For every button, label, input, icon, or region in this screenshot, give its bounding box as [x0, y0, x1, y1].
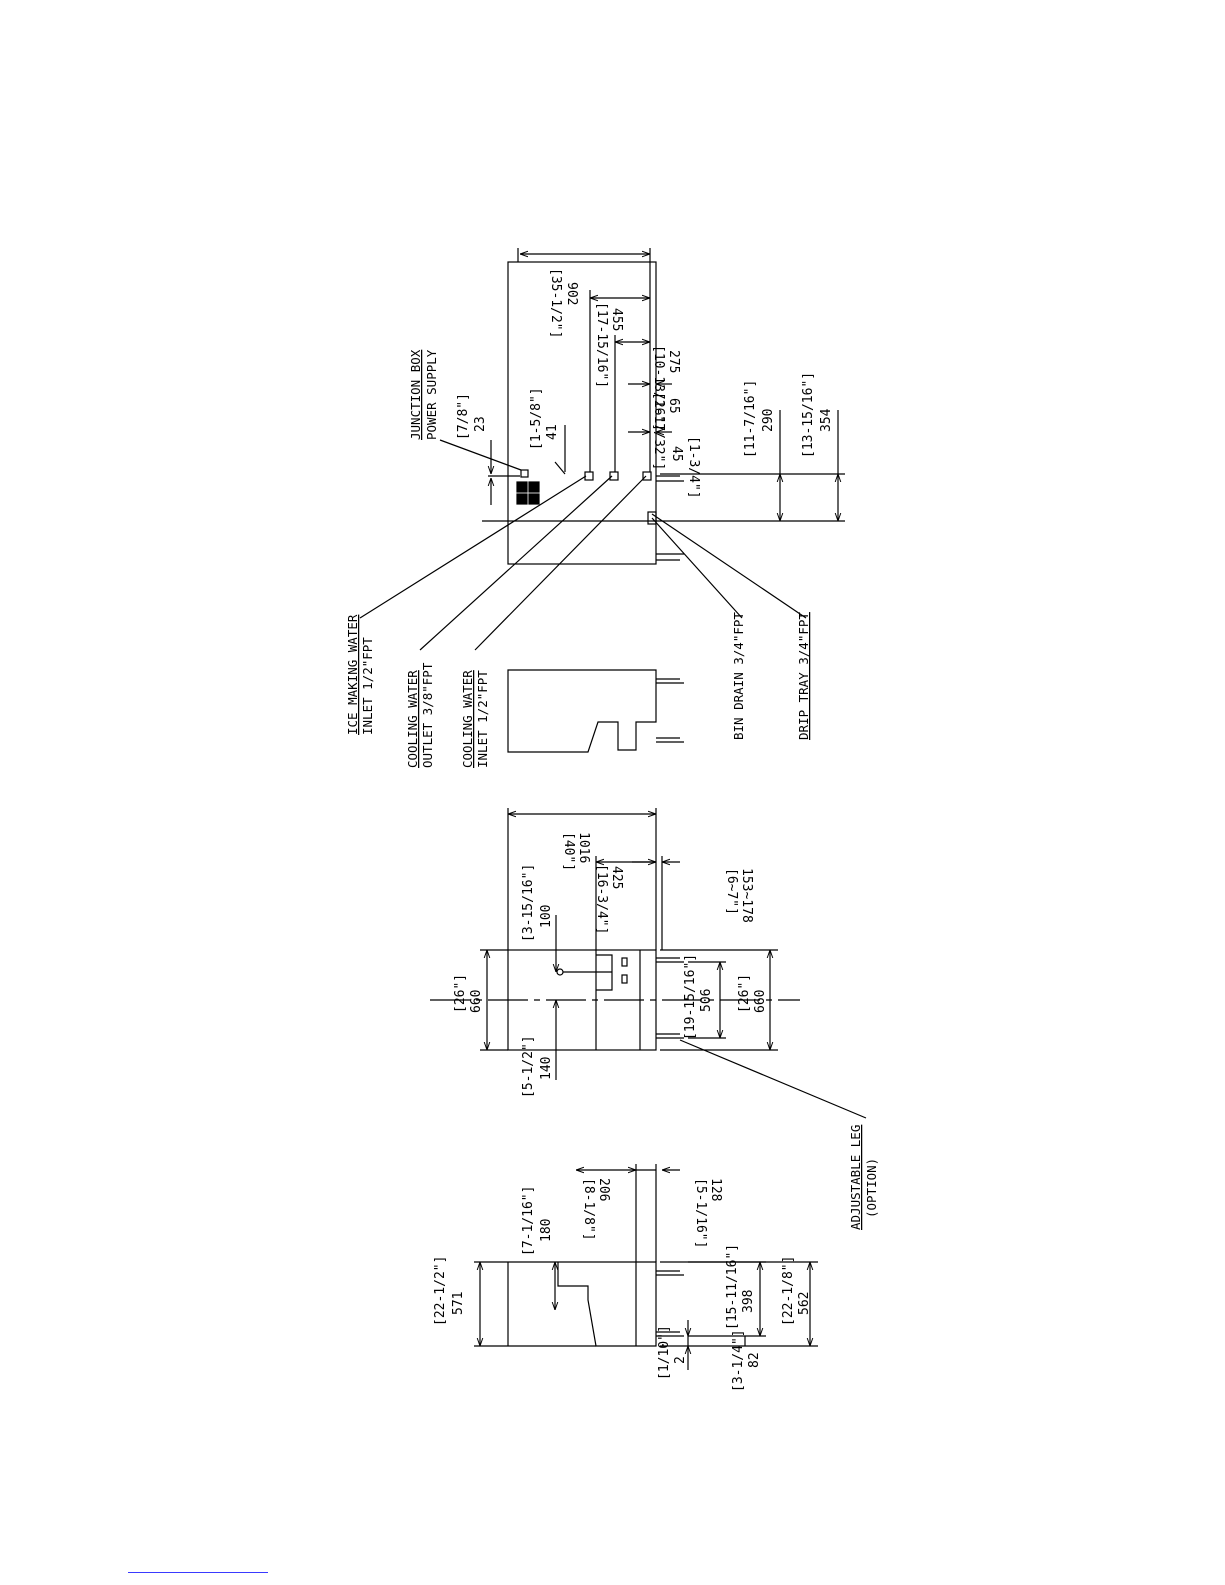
dim-455-in: [17-15/16"]: [594, 302, 609, 388]
dim-153-in: [6~7"]: [724, 868, 739, 915]
dim-41-in: [1-5/8"]: [529, 387, 544, 450]
dim-65: 65: [666, 398, 681, 414]
dim-275-in: [10-13/16"]: [651, 345, 666, 431]
cooling-outlet-label: COOLING WATER: [405, 670, 420, 768]
dim-425: 425: [609, 866, 624, 889]
dim-660b-in: [26"]: [737, 974, 752, 1013]
dim-562: 562: [797, 1292, 812, 1315]
drip-tray-label: DRIP TRAY 3/4"FPT: [796, 612, 811, 740]
dim-398: 398: [741, 1290, 756, 1313]
dim-206-in: [8-1/8"]: [581, 1178, 596, 1241]
dim-82-in: [3-1/4"]: [731, 1329, 746, 1392]
dim-65-in: [2-17/32"]: [651, 392, 666, 470]
cooling-inlet-size: INLET 1/2"FPT: [475, 670, 490, 768]
dim-506-in: [19-15/16"]: [683, 954, 698, 1040]
bin-drain-label: BIN DRAIN 3/4"FPT: [731, 612, 746, 740]
adj-leg-label: ADJUSTABLE LEG: [848, 1125, 863, 1230]
dim-45: 45: [669, 446, 684, 462]
junction-box-label: JUNCTION BOX: [408, 349, 423, 440]
page-link-rule[interactable]: [128, 1572, 268, 1573]
dim-23: 23: [473, 416, 488, 432]
dim-1016: 1016: [576, 832, 591, 863]
dim-275: 275: [666, 350, 681, 373]
dim-455: 455: [609, 308, 624, 331]
top-view: [359, 248, 845, 651]
dim-2: 2: [673, 1356, 688, 1364]
cooling-outlet-size: OUTLET 3/8"FPT: [420, 662, 435, 768]
dim-82: 82: [747, 1352, 762, 1368]
dim-290: 290: [761, 409, 776, 432]
dim-23-in: [7/8"]: [456, 393, 471, 440]
side-view-lower: [474, 1164, 818, 1370]
dim-41: 41: [545, 424, 560, 440]
dim-562-in: [22-1/8"]: [781, 1256, 796, 1326]
dim-45-in: [1-3/4"]: [686, 436, 701, 499]
side-view-upper: [507, 669, 684, 753]
dim-2-in: [1/10"]: [657, 1325, 672, 1380]
front-view: [430, 808, 867, 1119]
adj-leg-option: (OPTION): [864, 1158, 879, 1218]
cooling-inlet-label: COOLING WATER: [460, 670, 475, 768]
dim-354-in: [13-15/16"]: [801, 372, 816, 458]
dim-180: 180: [539, 1219, 554, 1242]
dim-140-in: [5-1/2"]: [521, 1035, 536, 1098]
dim-100: 100: [539, 905, 554, 928]
dim-100-in: [3-15/16"]: [521, 864, 536, 942]
dim-354: 354: [819, 408, 834, 432]
dim-506: 506: [699, 989, 714, 1012]
dim-206: 206: [596, 1178, 611, 1201]
dim-128: 128: [708, 1178, 723, 1201]
dim-128-in: [5-1/16"]: [693, 1178, 708, 1248]
dim-1016-in: [40"]: [561, 832, 576, 871]
dim-571: 571: [451, 1292, 466, 1315]
dim-153: 153~178: [739, 868, 754, 923]
dim-902: 902: [564, 282, 579, 305]
ice-water-label: ICE MAKING WATER: [345, 614, 360, 735]
dim-140: 140: [539, 1057, 554, 1080]
ice-water-inlet: INLET 1/2"FPT: [360, 637, 375, 735]
dim-571-in: [22-1/2"]: [433, 1256, 448, 1326]
dim-902-in: [35-1/2"]: [548, 268, 563, 338]
dim-660a-in: [26"]: [453, 974, 468, 1013]
dim-290-in: [11-7/16"]: [743, 380, 758, 458]
dim-660a: 660: [469, 990, 484, 1013]
top-view-cabinet: [507, 261, 657, 565]
dim-398-in: [15-11/16"]: [725, 1244, 740, 1330]
dim-660b: 660: [753, 990, 768, 1013]
dim-425-in: [16-3/4"]: [594, 864, 609, 934]
power-supply-label: POWER SUPPLY: [424, 349, 439, 440]
dim-180-in: [7-1/16"]: [521, 1186, 536, 1256]
